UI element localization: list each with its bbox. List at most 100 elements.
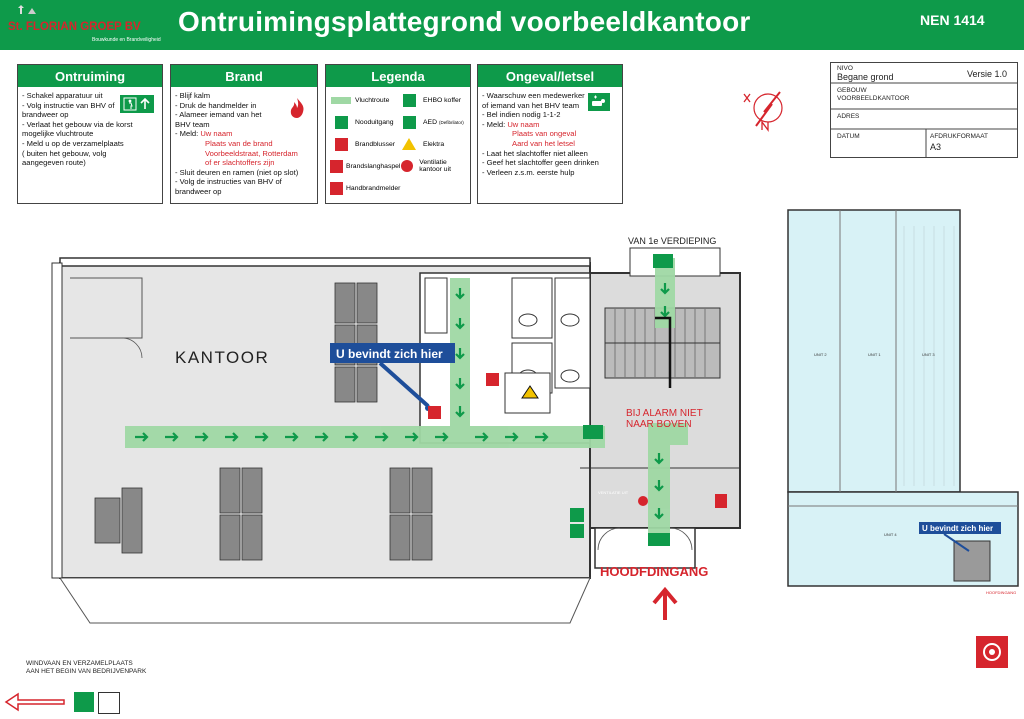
emergency-exit-icon <box>330 115 352 129</box>
legend-item: Brandslanghaspel <box>330 155 400 177</box>
overview-entrance-label: HOOFDINGANG <box>986 590 1016 595</box>
list-item: ( buiten het gebouw, volg <box>22 148 107 158</box>
compass-rose <box>740 82 796 141</box>
list-item: - Meld u op de verzamelplaats <box>22 138 124 148</box>
adres-label: ADRES <box>837 113 860 120</box>
list-item: - Schakel apparatuur uit <box>22 91 103 100</box>
legend-label: AED <box>423 118 437 126</box>
legend-item: Vluchtroute <box>330 89 400 111</box>
legend-item: AED(Defibrilator) <box>398 111 470 133</box>
main-entrance-label: HOODFDINGANG <box>600 564 708 579</box>
legend-label: Vluchtroute <box>355 96 390 104</box>
assembly-direction-arrow-icon <box>4 690 68 719</box>
list-item: - Bel indien nodig 1-1-2 <box>482 110 561 120</box>
legend-label: Brandslanghaspel <box>346 162 401 170</box>
panel-ongeval: Ongeval/letsel - Waarschuw een medewerke… <box>477 64 623 204</box>
list-item-highlight: Voorbeeldstraat, Rotterdam <box>205 148 298 158</box>
electricity-warning-icon <box>521 385 539 399</box>
page-title: Ontruimingsplattegrond voorbeeldkantoor <box>178 6 751 37</box>
exit-sign-icon <box>120 95 154 113</box>
legend-label: EHBO koffer <box>423 96 462 104</box>
fire-extinguisher-icon <box>428 406 441 419</box>
ventilation-off-icon <box>638 496 648 506</box>
legend-label: Nooduitgang <box>355 118 394 126</box>
list-item: aangegeven route) <box>22 158 86 168</box>
niveau-label: NIVO <box>837 65 853 72</box>
overview-you-are-here <box>919 522 1001 534</box>
floor-plan: KANTOOR U bevindt zich hier VAN 1e VERDI… <box>50 228 750 663</box>
gebouw-label: GEBOUW <box>837 87 867 94</box>
panel-ongeval-title: Ongeval/letsel <box>478 65 622 87</box>
assembly-point-note: WINDVAAN EN VERZAMELPLAATS AAN HET BEGIN… <box>26 660 146 676</box>
list-item-highlight: Plaats van de brand <box>205 138 273 148</box>
fire-extinguisher-icon <box>330 137 352 151</box>
panel-brand: Brand - Blijf kalm- Druk de handmelder i… <box>170 64 318 204</box>
meld-name: Uw naam <box>507 119 540 129</box>
ventilation-off-icon <box>398 159 416 173</box>
list-item: - Volg instructie van BHV of <box>22 100 115 110</box>
windsock-icon <box>98 692 120 714</box>
ontruiming-list: - Schakel apparatuur uit- Volg instructi… <box>18 91 162 168</box>
list-item: - Blijf kalm <box>175 91 211 100</box>
list-item: - Druk de handmelder in <box>175 100 257 110</box>
list-item: of iemand van het BHV team <box>482 100 580 110</box>
list-item: - Meld: Uw naam <box>175 129 313 139</box>
list-item: BHV team <box>175 119 210 129</box>
list-item: - Sluit deuren en ramen (niet op slot) <box>175 167 299 177</box>
legend-item: Nooduitgang <box>330 111 400 133</box>
legend-item: EHBO koffer <box>398 89 470 111</box>
list-item: brandweer op <box>22 110 69 120</box>
current-building-marker <box>953 540 991 582</box>
entrance-arrow-icon <box>652 586 678 620</box>
alarm-note-line2: NAAR BOVEN <box>626 419 692 430</box>
ongeval-list: - Waarschuw een medewerker of iemand van… <box>478 91 622 177</box>
legend-label: Elektra <box>423 140 445 148</box>
meld-prefix: - Meld: <box>482 119 508 129</box>
aed-icon <box>398 115 420 129</box>
logo-subtext: Bouwkunde en Brandveiligheid <box>92 37 161 43</box>
first-aid-icon <box>570 508 584 522</box>
overview-unit-2: UNIT 1 <box>868 352 881 357</box>
logo-text: St. FLORIAN GROEP BV <box>8 21 141 33</box>
title-block: NIVO Begane grond Versie 1.0 GEBOUW VOOR… <box>830 62 1018 158</box>
list-item: - Waarschuw een medewerker <box>482 91 585 100</box>
legend-label: Handbrandmelder <box>346 184 401 192</box>
legend-sublabel: (Defibrilator) <box>438 119 464 125</box>
list-item-highlight: of er slachtoffers zijn <box>205 158 275 168</box>
legend-item: Elektra <box>398 133 470 155</box>
list-item: - Volg de instructies van BHV of <box>175 177 282 187</box>
main-exit-sign-icon <box>648 533 670 546</box>
legend-label: Brandblusser <box>355 140 396 148</box>
emergency-exit-icon <box>583 425 603 439</box>
legend-label: Ventilatie kantoor uit <box>419 159 451 173</box>
formaat-value: A3 <box>930 142 942 152</box>
datum-label: DATUM <box>837 133 860 140</box>
niveau-value: Begane grond <box>837 72 894 82</box>
overview-unit-3: UNIT 3 <box>922 352 935 357</box>
fire-icon <box>287 97 307 124</box>
overview-unit-4: UNIT 4 <box>884 532 897 537</box>
list-item: - Geef het slachtoffer geen drinken <box>482 158 599 168</box>
list-item-highlight: Aard van het letsel <box>512 138 575 148</box>
panel-legenda-title: Legenda <box>326 65 470 87</box>
standard-badge: NEN 1414 <box>920 12 985 28</box>
route-arrow-icon <box>330 93 352 107</box>
list-item: brandweer op <box>175 186 222 196</box>
room-label: KANTOOR <box>175 348 269 367</box>
fire-hose-icon <box>330 159 343 173</box>
you-are-here-label <box>330 343 455 363</box>
version-label: Versie 1.0 <box>967 69 1008 79</box>
list-item: - Verleen z.s.m. eerste hulp <box>482 167 575 177</box>
aed-icon <box>570 524 584 538</box>
first-aid-icon <box>398 93 420 107</box>
panel-brand-title: Brand <box>171 65 317 87</box>
alarm-note-line1: BIJ ALARM NIET <box>626 408 703 419</box>
overview-you-are-here-text: U bevindt zich hier <box>922 524 993 533</box>
meld-prefix: - Meld: <box>175 129 201 139</box>
evacuation-route-arrows <box>135 283 670 520</box>
fire-alarm-icon <box>715 494 727 508</box>
list-item-highlight: Plaats van ongeval <box>512 129 577 139</box>
panel-ontruiming: Ontruiming - Schakel apparatuur uit- Vol… <box>17 64 163 204</box>
